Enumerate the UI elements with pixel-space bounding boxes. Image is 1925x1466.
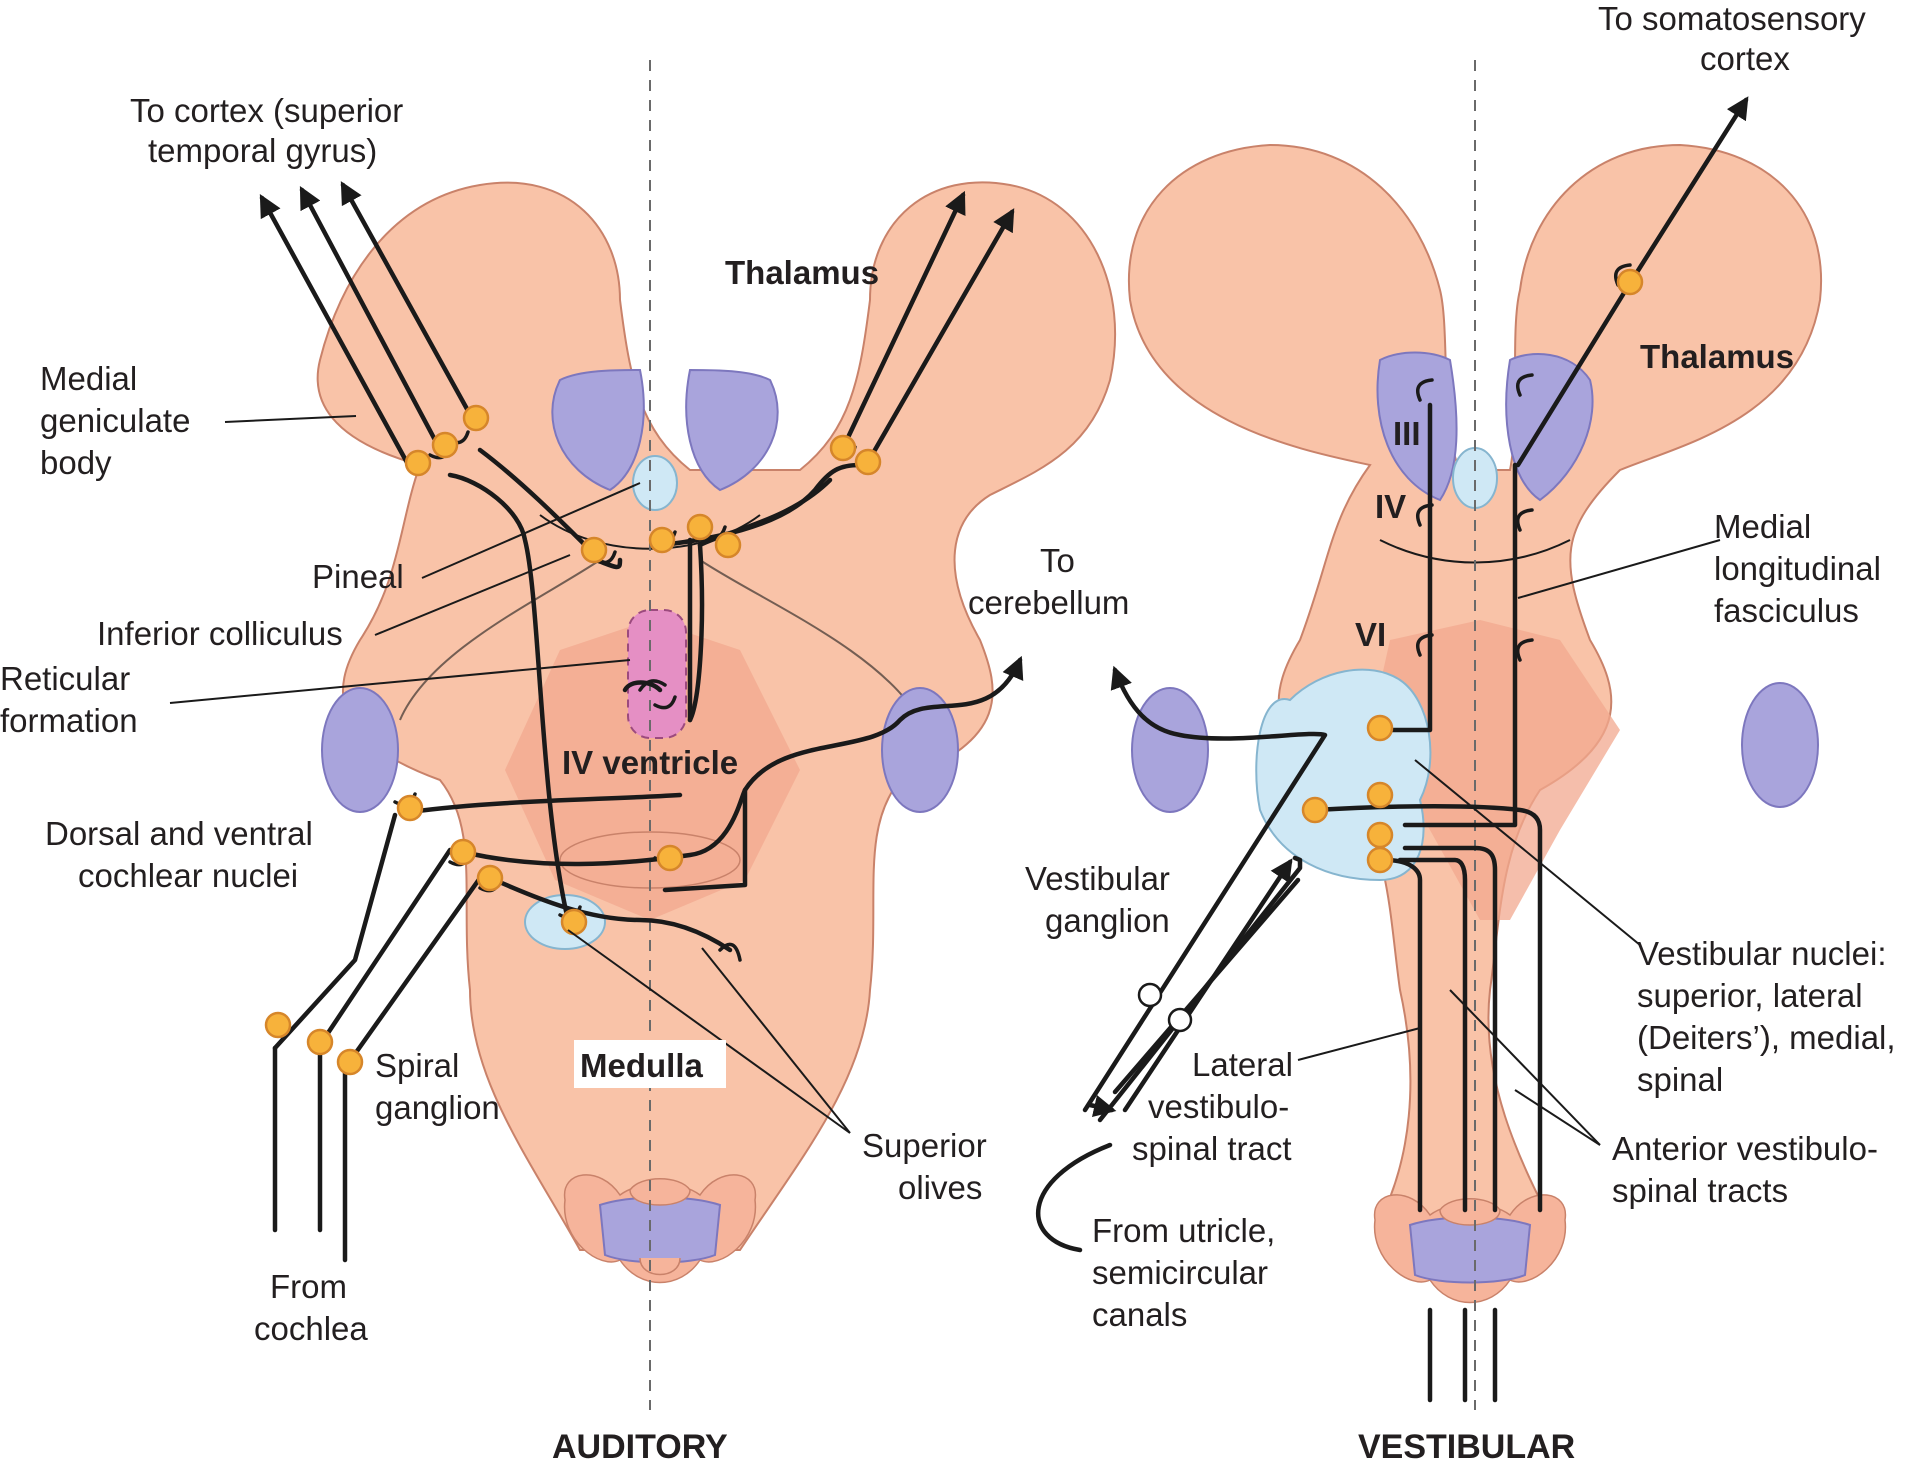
label-spiral-ganglion: Spiral <box>375 1047 459 1084</box>
svg-text:cochlea: cochlea <box>254 1310 368 1347</box>
svg-text:cortex: cortex <box>1700 40 1790 77</box>
label-pineal: Pineal <box>312 558 404 595</box>
label-reticular-formation: Reticular <box>0 660 130 697</box>
svg-text:spinal tract: spinal tract <box>1132 1130 1292 1167</box>
label-vestibular-nuclei: Vestibular nuclei: <box>1637 935 1886 972</box>
vestibular-synapses <box>1416 263 1632 662</box>
vestibular-labels: To somatosensory cortex Thalamus III IV … <box>1025 0 1896 1466</box>
svg-text:body: body <box>40 444 112 481</box>
label-nerve-vi: VI <box>1355 616 1386 653</box>
label-nerve-iv: IV <box>1375 488 1406 525</box>
svg-text:cochlear nuclei: cochlear nuclei <box>78 857 298 894</box>
label-lateral-vst: Lateral <box>1192 1046 1293 1083</box>
label-nerve-iii: III <box>1393 415 1421 452</box>
title-auditory: AUDITORY <box>552 1428 728 1466</box>
svg-text:ganglion: ganglion <box>1045 902 1170 939</box>
svg-text:superior, lateral: superior, lateral <box>1637 977 1863 1014</box>
auditory-leader-lines <box>169 415 851 1134</box>
label-to-cerebellum: To <box>1040 542 1075 579</box>
svg-text:cerebellum: cerebellum <box>968 584 1129 621</box>
title-vestibular: VESTIBULAR <box>1358 1428 1575 1466</box>
vestibular-cell-bodies <box>1137 268 1644 1033</box>
svg-text:longitudinal: longitudinal <box>1714 550 1881 587</box>
svg-text:(Deiters’), medial,: (Deiters’), medial, <box>1637 1019 1896 1056</box>
label-thalamus-left: Thalamus <box>725 254 879 291</box>
svg-text:formation: formation <box>0 702 138 739</box>
label-superior-olives: Superior <box>862 1127 987 1164</box>
label-from-cochlea: From <box>270 1268 347 1305</box>
auditory-brainstem <box>316 181 1117 1284</box>
label-to-cortex: To cortex (superior <box>130 92 403 129</box>
label-medial-geniculate: Medial <box>40 360 137 397</box>
svg-text:canals: canals <box>1092 1296 1187 1333</box>
svg-text:ganglion: ganglion <box>375 1089 500 1126</box>
svg-text:spinal: spinal <box>1637 1061 1723 1098</box>
svg-text:fasciculus: fasciculus <box>1714 592 1859 629</box>
auditory-labels: To cortex (superior temporal gyrus) Thal… <box>0 92 1129 1466</box>
label-to-somatosensory: To somatosensory <box>1598 0 1866 37</box>
label-cochlear-nuclei: Dorsal and ventral <box>45 815 313 852</box>
label-anterior-vst: Anterior vestibulo- <box>1612 1130 1878 1167</box>
label-mlf: Medial <box>1714 508 1811 545</box>
auditory-cell-bodies <box>264 404 882 1076</box>
svg-text:semicircular: semicircular <box>1092 1254 1268 1291</box>
vestibular-nerve-fibers <box>1036 96 1749 1403</box>
svg-text:vestibulo-: vestibulo- <box>1148 1088 1289 1125</box>
label-from-utricle: From utricle, <box>1092 1212 1275 1249</box>
label-thalamus-right: Thalamus <box>1640 338 1794 375</box>
svg-text:olives: olives <box>898 1169 982 1206</box>
svg-text:temporal gyrus): temporal gyrus) <box>148 132 377 169</box>
label-medulla: Medulla <box>580 1047 703 1084</box>
label-iv-ventricle: IV ventricle <box>562 744 738 781</box>
svg-text:spinal tracts: spinal tracts <box>1612 1172 1788 1209</box>
vestibular-leader-lines <box>1297 539 1721 1146</box>
label-inferior-colliculus: Inferior colliculus <box>97 615 343 652</box>
svg-text:geniculate: geniculate <box>40 402 190 439</box>
medulla-label-bg <box>574 1040 726 1088</box>
label-vestibular-ganglion: Vestibular <box>1025 860 1170 897</box>
